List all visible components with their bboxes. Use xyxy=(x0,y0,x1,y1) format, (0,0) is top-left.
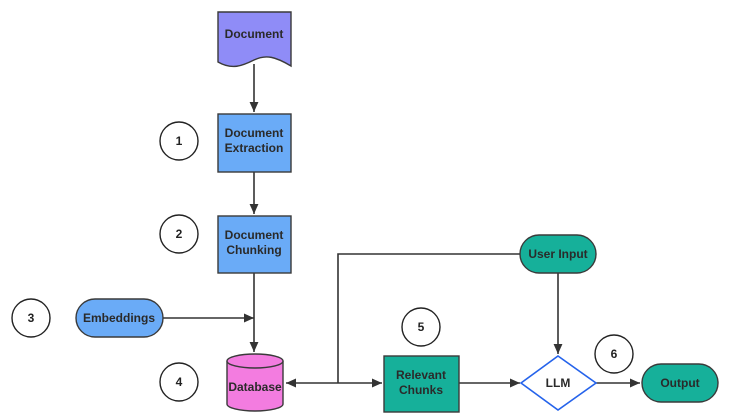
chunking-label-line2: Chunking xyxy=(226,243,281,257)
step-1-number: 1 xyxy=(176,134,183,148)
extraction-label-line1: Document xyxy=(225,126,284,140)
chunking-label-line1: Document xyxy=(225,228,284,242)
step-1-badge: 1 xyxy=(159,121,199,161)
relevant-chunks-label-line1: Relevant xyxy=(396,368,446,382)
llm-label: LLM xyxy=(546,376,571,390)
embeddings-label: Embeddings xyxy=(83,311,155,325)
document-shape xyxy=(217,11,292,68)
node-relevant-chunks: Relevant Chunks xyxy=(383,355,460,413)
user-input-label: User Input xyxy=(528,247,587,261)
step-3-badge: 3 xyxy=(11,298,51,338)
node-embeddings: Embeddings xyxy=(75,298,164,338)
document-label: Document xyxy=(225,27,284,41)
step-5-badge: 5 xyxy=(401,307,441,347)
step-3-number: 3 xyxy=(28,311,35,325)
step-5-number: 5 xyxy=(418,320,425,334)
node-document-extraction: Document Extraction xyxy=(217,113,292,173)
step-4-badge: 4 xyxy=(159,362,199,402)
step-6-number: 6 xyxy=(611,347,618,361)
database-top xyxy=(226,353,284,369)
step-4-number: 4 xyxy=(176,375,183,389)
step-6-badge: 6 xyxy=(594,334,634,374)
extraction-label-line2: Extraction xyxy=(225,141,284,155)
node-document: Document xyxy=(217,11,292,68)
step-2-badge: 2 xyxy=(159,214,199,254)
node-user-input: User Input xyxy=(519,234,597,274)
step-2-number: 2 xyxy=(176,227,183,241)
node-output: Output xyxy=(641,363,719,403)
relevant-chunks-label-line2: Chunks xyxy=(399,383,443,397)
edge-user-input-to-database-link xyxy=(337,253,520,383)
database-label: Database xyxy=(228,380,282,394)
node-database: Database xyxy=(226,353,284,412)
node-document-chunking: Document Chunking xyxy=(217,215,292,274)
database-body xyxy=(226,361,284,412)
node-llm: LLM xyxy=(519,355,598,411)
output-label: Output xyxy=(660,376,699,390)
